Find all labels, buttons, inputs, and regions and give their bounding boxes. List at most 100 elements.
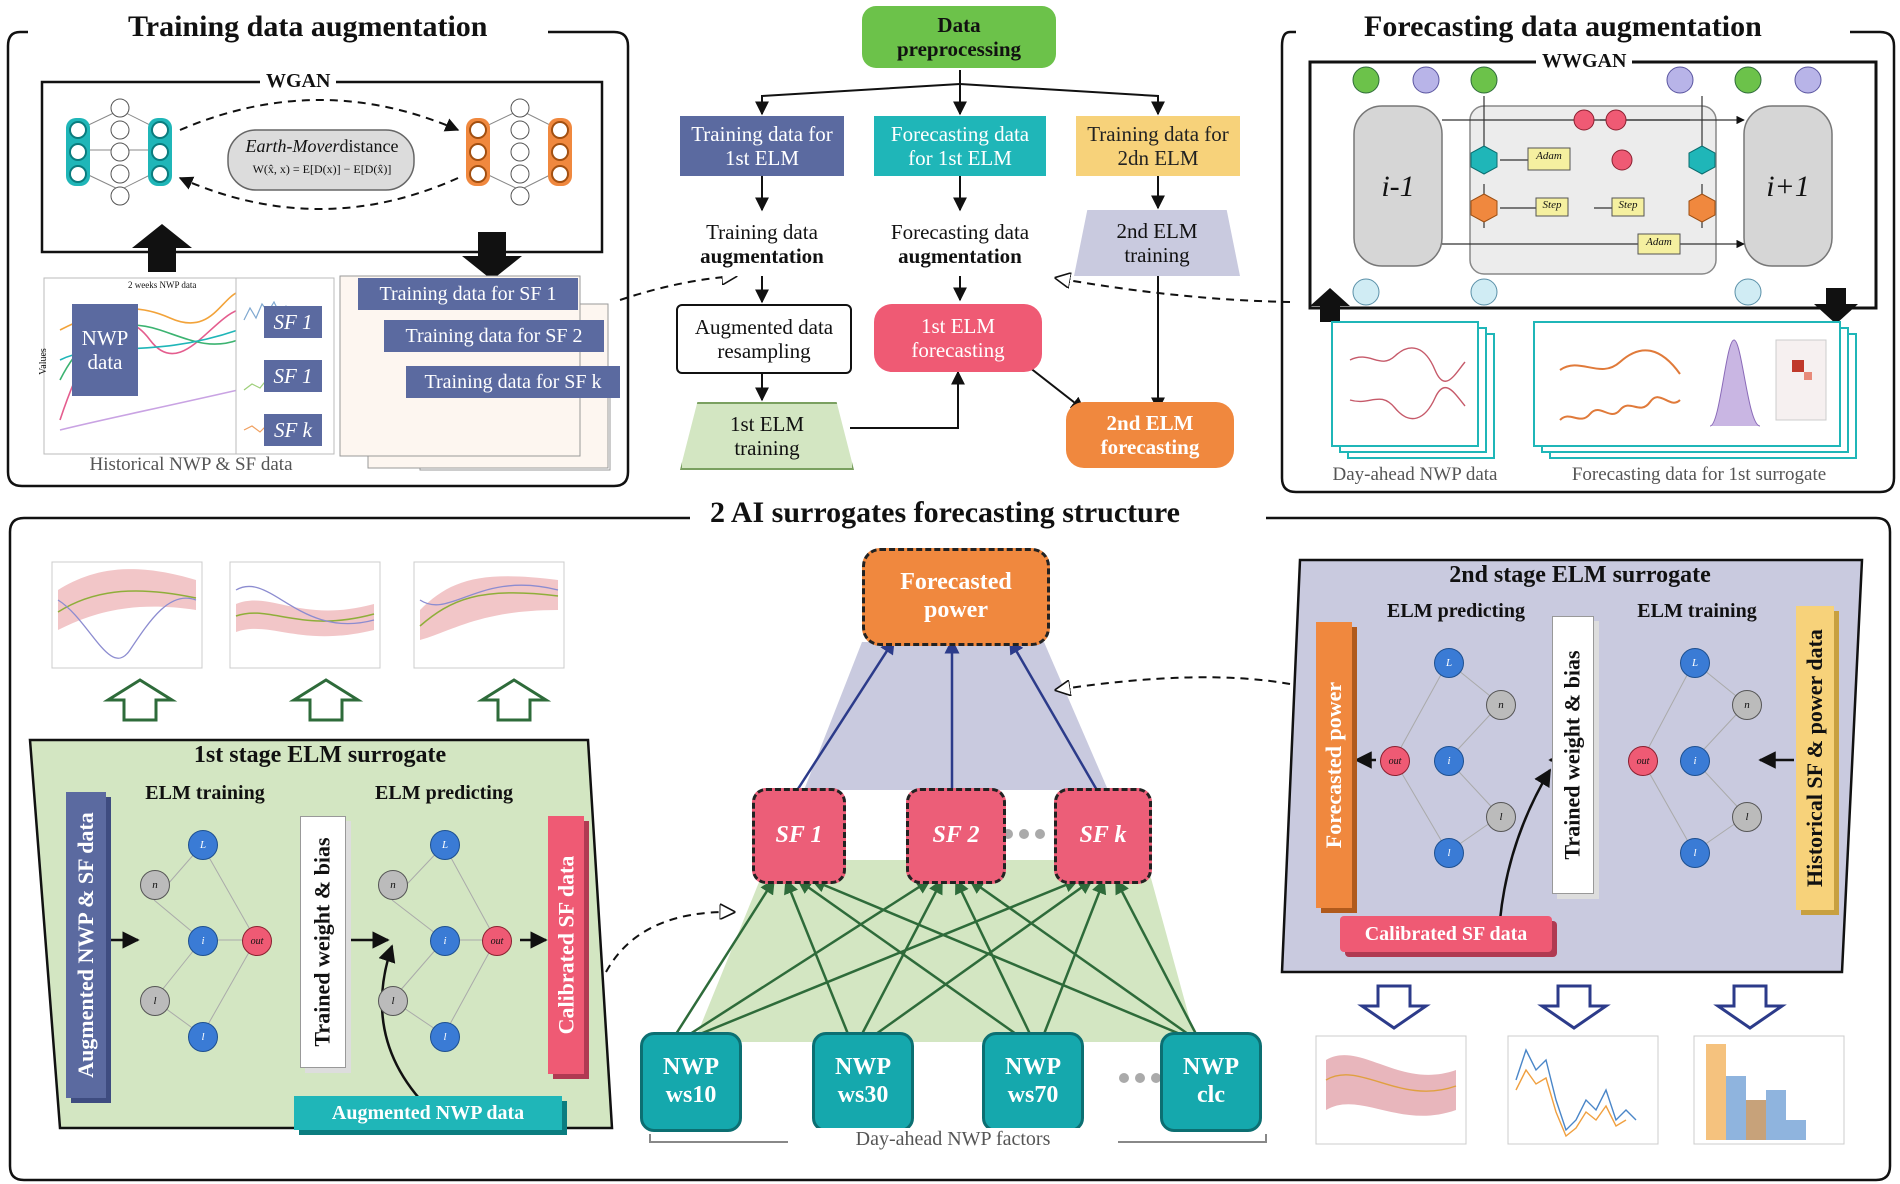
wgan-generator-network [66,98,172,206]
nwp-plot-ylabel: Values [37,348,49,375]
wwgan-title: WWGAN [1536,50,1633,73]
train-data-1st-elm-box: Training data for 1st ELM [680,116,844,176]
data-preprocessing-box: Data preprocessing [862,6,1056,68]
node-l2: l [430,1022,460,1052]
train-sf1-label: Training data for SF 1 [358,278,578,310]
sfk-center-box: SF k [1054,788,1152,884]
stage1-training-label: ELM training [145,782,265,804]
down-arrow-icon [462,232,522,280]
stage2-calibrated-sf-box: Calibrated SF data [1340,916,1552,952]
center-pyramid-bottom [694,860,1196,1042]
elm1-forecasting-box: 1st ELM forecasting [874,304,1042,372]
node-n: n [1732,690,1762,720]
elm2-forecasting-box: 2nd ELM forecasting [1066,402,1234,468]
node-L: L [188,830,218,860]
node-out: out [1380,746,1410,776]
train-sf2-label: Training data for SF 2 [384,320,604,352]
frame-training-aug [6,30,630,488]
center-navy-arrows [794,638,1100,793]
nwp-ws10-box: NWP ws10 [640,1032,742,1132]
stage2-plots [1315,1035,1845,1145]
node-out: out [1628,746,1658,776]
forecasted-power-box: Forecasted power [862,548,1050,646]
forecast-thumbnails [1331,321,1857,459]
sf1-box: SF 1 [264,306,322,338]
forecast-data-1st-elm-box: Forecasting data for 1st ELM [874,116,1046,176]
nwp-factors-caption: Day-ahead NWP factors [788,1128,1118,1151]
node-l: l [378,986,408,1016]
up-arrow-icon [132,224,192,272]
sf1b-box: SF 1 [264,360,322,392]
nwp-clc-box: NWP clc [1160,1032,1262,1132]
title-training-aug: Training data augmentation [118,10,498,44]
stage2-training-label: ELM training [1637,600,1757,622]
node-l: l [1486,802,1516,832]
historical-sf-power-box: Historical SF & power data [1796,606,1834,910]
augmented-nwp-box: Augmented NWP data [294,1096,562,1130]
node-out: out [482,926,512,956]
node-l2: l [1434,838,1464,868]
frame-structure [8,516,1892,1182]
augmented-nwp-sf-box: Augmented NWP & SF data [66,792,106,1098]
stage1-plots [51,561,565,669]
elm2-training-box: 2nd ELM training [1074,210,1240,276]
resampling-box: Augmented data resampling [676,304,852,374]
stage2-title: 2nd stage ELM surrogate [1449,562,1711,588]
node-n: n [140,870,170,900]
sfk-box: SF k [264,414,322,446]
center-pyramid-top [804,642,1108,790]
node-l: l [1732,802,1762,832]
train-data-2nd-elm-box: Training data for 2dn ELM [1076,116,1240,176]
hollow-down-arrows [1357,984,1787,1030]
wwgan-op-step-1: Step [1542,199,1562,211]
node-i: i [1680,746,1710,776]
frame-forecast-aug [1280,30,1896,494]
stage1-trained-weight-box: Trained weight & bias [300,816,346,1068]
nwp-data-box: NWP data [72,304,138,396]
wwgan-op-adam-1: Adam [1536,150,1562,162]
node-n: n [1486,690,1516,720]
title-structure: 2 AI surrogates forecasting structure [700,496,1190,530]
node-i: i [430,926,460,956]
historical-caption: Historical NWP & SF data [89,454,293,475]
stage1-predicting-label: ELM predicting [375,782,513,804]
nwp-ws70-box: NWP ws70 [982,1032,1084,1132]
wwgan-left-cell: i-1 [1381,170,1415,203]
wgan-discriminator-network [466,98,572,206]
node-l2: l [1680,838,1710,868]
nwp-ws30-box: NWP ws30 [812,1032,914,1132]
node-l2: l [188,1022,218,1052]
node-i: i [188,926,218,956]
wwgan-right-cell: i+1 [1766,170,1810,203]
wgan-title: WGAN [260,70,337,93]
node-L: L [1434,648,1464,678]
title-forecast-aug: Forecasting data augmentation [1354,10,1772,44]
node-l: l [140,986,170,1016]
node-n: n [378,870,408,900]
down-arrow-icon [1814,288,1858,324]
wwgan-cells [1352,66,1833,306]
calibrated-sf-box: Calibrated SF data [548,816,584,1074]
node-out: out [242,926,272,956]
sf2-center-box: SF 2 [906,788,1006,884]
stage2-forecasted-power-box: Forecasted power [1316,622,1352,908]
hollow-up-arrows [102,678,552,722]
node-L: L [430,830,460,860]
emd-formula: W(x̂, x) = E[D(x)] − E[D(x̂)] [252,162,392,176]
wwgan-op-adam-2: Adam [1646,236,1672,248]
up-arrow-icon [1310,288,1350,322]
stage2-predicting-label: ELM predicting [1387,600,1525,622]
elm1-training-box: 1st ELM training [680,402,854,470]
center-green-arrows [674,878,1198,1036]
nwp-plot-title: 2 weeks NWP data [128,280,197,290]
stage2-trained-weight-box: Trained weight & bias [1552,616,1594,894]
node-i: i [1434,746,1464,776]
forecast-1st-surrogate-caption: Forecasting data for 1st surrogate [1571,464,1827,485]
wwgan-op-step-2: Step [1618,199,1638,211]
dayahead-nwp-caption: Day-ahead NWP data [1332,464,1498,485]
train-sfk-label: Training data for SF k [406,366,620,398]
emd-title: Earth-Mover distance [245,136,399,156]
